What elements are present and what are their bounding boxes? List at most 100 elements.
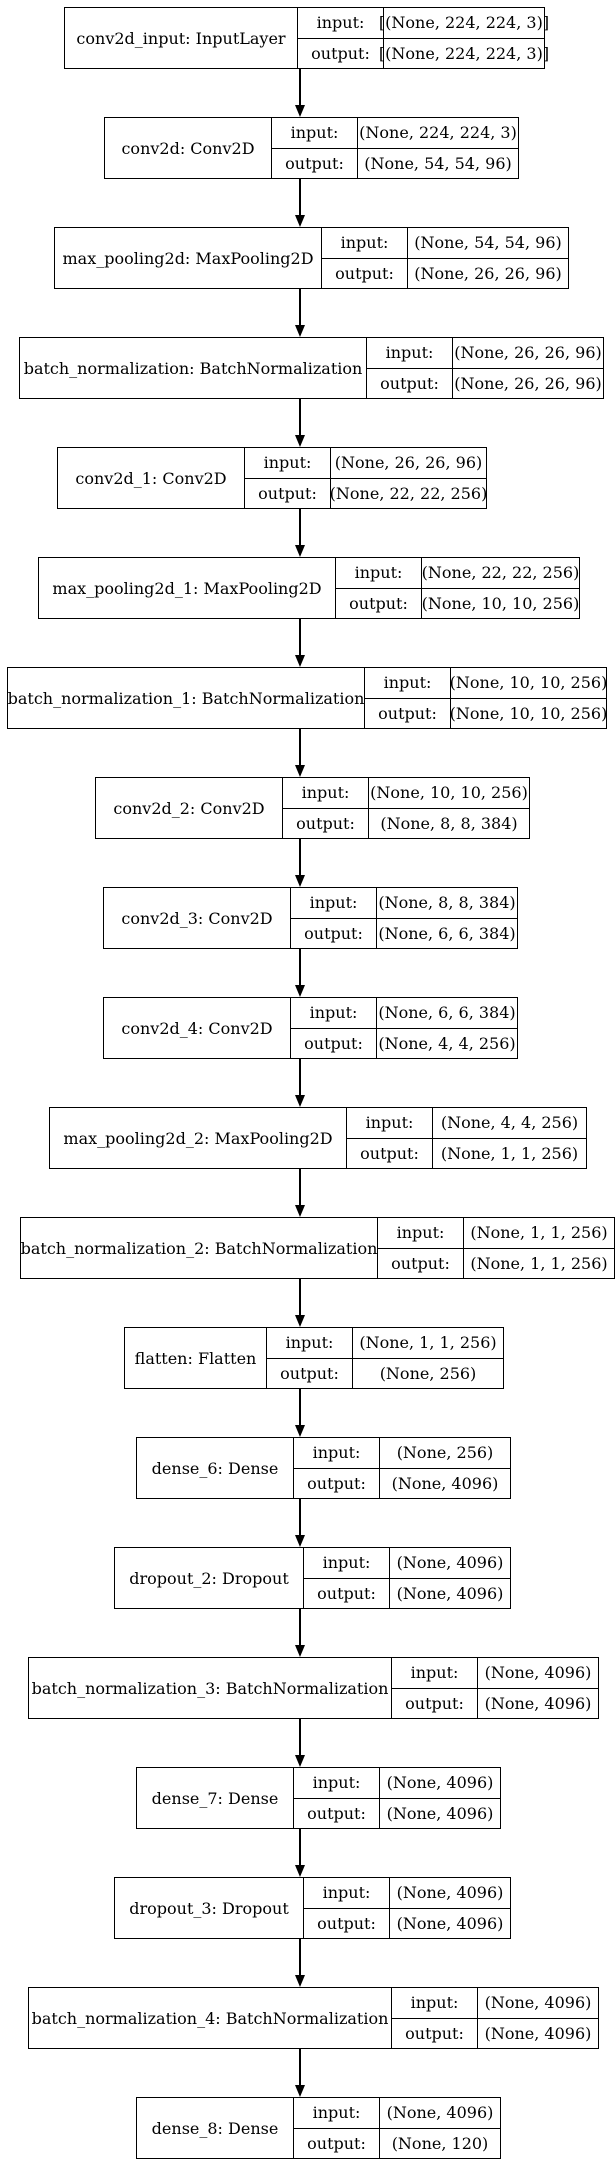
input-shape: (None, 224, 224, 3) — [358, 118, 518, 149]
arrowhead-icon — [295, 1975, 305, 1987]
output-shape: (None, 256) — [379, 1363, 477, 1383]
layer-name: batch_normalization_1: BatchNormalizatio… — [8, 668, 365, 728]
output-label: output: — [307, 1803, 366, 1823]
connector-line — [299, 619, 301, 657]
output-label: output: — [317, 1913, 376, 1933]
input-shape: (None, 4096) — [380, 2098, 500, 2129]
output-label: output: — [317, 1583, 376, 1603]
input-shape: (None, 4096) — [380, 1768, 500, 1799]
layer-name: max_pooling2d: MaxPooling2D — [55, 228, 322, 288]
layer-node: batch_normalization_2: BatchNormalizatio… — [20, 1217, 615, 1279]
output-label: output: — [307, 2133, 366, 2153]
arrowhead-icon — [295, 655, 305, 667]
output-shape: (None, 1, 1, 256) — [440, 1143, 579, 1163]
connector-line — [299, 399, 301, 437]
output-shape: (None, 4096) — [484, 1693, 592, 1713]
layer-name: dense_6: Dense — [137, 1438, 294, 1498]
layer-name: batch_normalization_3: BatchNormalizatio… — [29, 1658, 392, 1718]
connector-line — [299, 839, 301, 877]
output-label: output: — [391, 1253, 450, 1273]
arrowhead-icon — [295, 765, 305, 777]
input-label: input: — [283, 778, 368, 809]
output-label: output: — [378, 703, 437, 723]
input-label: input: — [367, 338, 452, 369]
input-shape: (None, 256) — [380, 1438, 510, 1469]
arrowhead-icon — [295, 545, 305, 557]
output-shape: (None, 4, 4, 256) — [378, 1033, 516, 1053]
input-label: input: — [294, 1438, 379, 1469]
input-label: input: — [294, 1768, 379, 1799]
arrowhead-icon — [295, 2085, 305, 2097]
output-label: output: — [285, 153, 344, 173]
output-shape: (None, 26, 26, 96) — [454, 373, 602, 393]
arrowhead-icon — [295, 435, 305, 447]
output-shape: (None, 6, 6, 384) — [378, 923, 516, 943]
input-label: input: — [336, 558, 421, 589]
input-shape: (None, 4096) — [478, 1658, 598, 1689]
output-shape: (None, 120) — [391, 2133, 489, 2153]
connector-line — [299, 1939, 301, 1977]
input-shape: (None, 4096) — [390, 1878, 510, 1909]
connector-line — [299, 1719, 301, 1757]
output-shape: (None, 4096) — [396, 1913, 504, 1933]
input-shape: (None, 1, 1, 256) — [353, 1328, 503, 1359]
input-shape: (None, 6, 6, 384) — [377, 998, 517, 1029]
output-label: output: — [296, 813, 355, 833]
output-label: output: — [360, 1143, 419, 1163]
output-shape: (None, 10, 10, 256) — [449, 703, 608, 723]
input-label: input: — [322, 228, 407, 259]
connector-line — [299, 509, 301, 547]
output-shape: (None, 10, 10, 256) — [421, 593, 580, 613]
layer-name: batch_normalization: BatchNormalization — [20, 338, 367, 398]
connector-line — [299, 179, 301, 217]
output-label: output: — [405, 1693, 464, 1713]
input-shape: (None, 8, 8, 384) — [377, 888, 517, 919]
connector-line — [299, 1059, 301, 1097]
layer-name: dense_8: Dense — [137, 2098, 294, 2158]
input-shape: (None, 26, 26, 96) — [453, 338, 603, 369]
output-shape: (None, 22, 22, 256) — [329, 483, 488, 503]
output-label: output: — [349, 593, 408, 613]
arrowhead-icon — [295, 105, 305, 117]
output-label: output: — [280, 1363, 339, 1383]
input-shape: (None, 54, 54, 96) — [408, 228, 568, 259]
layer-name: dropout_2: Dropout — [115, 1548, 304, 1608]
output-shape: (None, 8, 8, 384) — [380, 813, 518, 833]
input-label: input: — [392, 1658, 477, 1689]
input-shape: (None, 1, 1, 256) — [464, 1218, 614, 1249]
arrowhead-icon — [295, 215, 305, 227]
input-label: input: — [267, 1328, 352, 1359]
output-label: output: — [304, 923, 363, 943]
connector-line — [299, 1279, 301, 1317]
connector-line — [299, 289, 301, 327]
input-shape: [(None, 224, 224, 3)] — [379, 8, 549, 39]
input-label: input: — [298, 8, 383, 39]
layer-name: conv2d_4: Conv2D — [104, 998, 291, 1058]
layer-name: batch_normalization_2: BatchNormalizatio… — [21, 1218, 378, 1278]
output-label: output: — [311, 43, 370, 63]
arrowhead-icon — [295, 325, 305, 337]
input-shape: (None, 4096) — [478, 1988, 598, 2019]
output-shape: (None, 4096) — [391, 1473, 499, 1493]
connector-line — [299, 1609, 301, 1647]
layer-name: max_pooling2d_1: MaxPooling2D — [39, 558, 336, 618]
connector-line — [299, 1499, 301, 1537]
input-shape: (None, 10, 10, 256) — [450, 668, 607, 699]
layer-node: batch_normalization_1: BatchNormalizatio… — [7, 667, 607, 729]
input-label: input: — [392, 1988, 477, 2019]
arrowhead-icon — [295, 1865, 305, 1877]
layer-name: conv2d: Conv2D — [105, 118, 272, 178]
input-label: input: — [272, 118, 357, 149]
output-label: output: — [405, 2023, 464, 2043]
